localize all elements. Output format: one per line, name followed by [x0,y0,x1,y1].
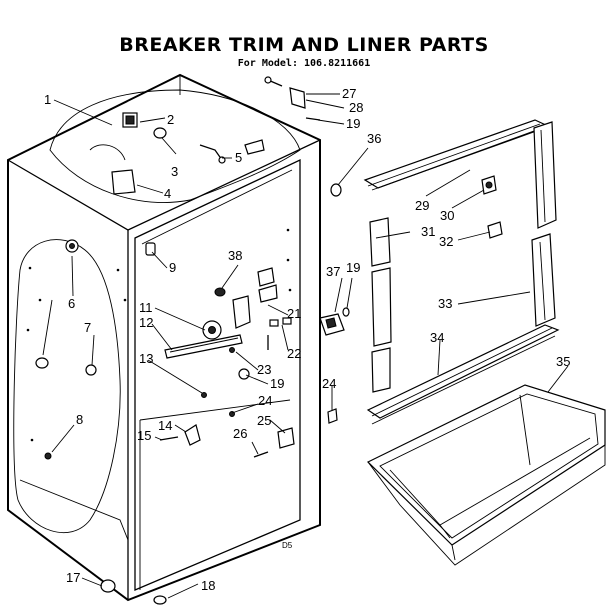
part-28-bracket [289,87,306,109]
part-38-bulb [214,287,226,297]
part-18-screw [153,595,167,605]
part-35-pan [366,384,606,566]
label-part-33: 33 [438,296,452,311]
part-22-clip [269,319,279,327]
hinge-parts [264,76,342,197]
cabinet-small-parts [35,112,338,605]
page-code: D5 [282,541,293,550]
label-part-19-top: 19 [346,116,360,131]
breaker-trim-assembly [319,119,560,425]
label-part-9: 9 [169,260,176,275]
part-26-screw [253,451,269,458]
part-32-clip [487,221,503,239]
label-part-14: 14 [158,418,172,433]
diagram-title: BREAKER TRIM AND LINER PARTS [119,34,489,56]
label-part-22: 22 [287,346,301,361]
label-part-29: 29 [415,198,429,213]
part-6-fastener-lower [35,357,49,369]
part-31-trim-lower [371,347,391,393]
label-part-26: 26 [233,426,247,441]
label-part-21: 21 [287,306,301,321]
part-31-trim-mid [371,267,392,347]
part-3-grommet [153,127,167,139]
label-part-35: 35 [556,354,570,369]
part-33-side-trim [531,233,556,327]
part-25-bracket [277,427,295,449]
label-part-17: 17 [66,570,80,585]
label-part-8: 8 [76,412,83,427]
label-part-30: 30 [440,208,454,223]
label-part-1: 1 [44,92,51,107]
part-19-screw [238,368,250,380]
label-part-19-right: 19 [346,260,360,275]
label-part-37: 37 [326,264,340,279]
part-15-screw [159,436,179,441]
label-part-19-lower: 19 [270,376,284,391]
leader-lines [42,93,569,599]
part-21-bracket [232,295,251,329]
label-part-18: 18 [201,578,215,593]
label-part-11: 11 [139,300,153,315]
label-part-12: 12 [139,315,153,330]
label-part-36: 36 [367,131,381,146]
part-31-trim-upper [369,217,391,267]
label-part-25: 25 [257,413,271,428]
part-17-leveler [100,579,116,593]
label-part-3: 3 [171,164,178,179]
part-36-plug [330,183,342,197]
part-21-plate [257,267,275,287]
model-number: For Model: 106.8211661 [237,58,371,69]
part-24-clip [327,408,338,424]
part-30-vertical-trim [533,121,557,229]
part-7-fastener [85,364,97,376]
label-part-24-left: 24 [258,393,272,408]
part-14-hinge [184,424,201,446]
label-part-23: 23 [257,362,271,377]
label-part-4: 4 [164,186,171,201]
part-labels: 1 2 3 4 5 6 7 8 9 11 12 13 14 15 17 18 1… [44,86,570,593]
label-part-7: 7 [84,320,91,335]
label-part-38: 38 [228,248,242,263]
label-part-13: 13 [139,351,153,366]
label-part-32: 32 [439,234,453,249]
part-9-bracket [145,242,156,256]
label-part-34: 34 [430,330,444,345]
label-part-27: 27 [342,86,356,101]
label-part-15: 15 [137,428,151,443]
label-part-5: 5 [235,150,242,165]
part-5-wire [199,144,223,161]
label-part-28: 28 [349,100,363,115]
label-part-6: 6 [68,296,75,311]
label-part-2: 2 [167,112,174,127]
cabinet-liner [7,73,321,602]
label-part-31: 31 [421,224,435,239]
part-8-screw [44,452,52,460]
label-part-24-right: 24 [322,376,336,391]
part-4-cover [111,169,136,195]
part-12-trim [164,334,243,359]
